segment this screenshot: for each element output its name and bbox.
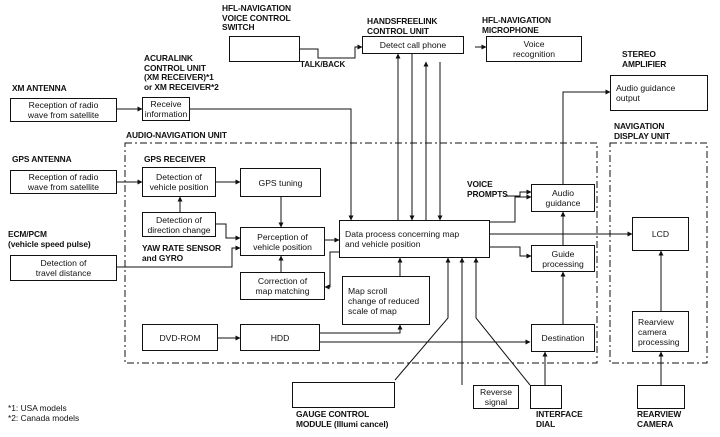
gps-reception-box: Reception of radio wave from satellite (10, 170, 117, 194)
talk-back-label: TALK/BACK (300, 60, 346, 69)
arrow-talkback (300, 44, 363, 59)
arrow-gauge-to-data (394, 257, 451, 381)
xm-reception-box: Reception of radio wave from satellite (10, 98, 117, 122)
arrow-data-to-audio (490, 194, 532, 223)
yaw-rate-sensor-label: YAW RATE SENSOR and GYRO (142, 243, 222, 263)
detection-direction-box: Detection of direction change (142, 212, 216, 237)
interface-dial-label: INTERFACE DIAL (536, 409, 583, 429)
voice-control-switch-box (229, 36, 300, 62)
arrow-receive-to-data (190, 108, 354, 221)
gauge-control-module-label: GAUGE CONTROL MODULE (Illumi cancel) (296, 409, 389, 429)
gauge-control-module-box (292, 382, 395, 408)
data-process-box: Data process concerning map and vehicle … (339, 220, 490, 258)
arrow-data-to-guide (490, 246, 532, 259)
reverse-signal-box: Reverse signal (473, 385, 519, 409)
destination-box: Destination (531, 324, 595, 352)
lcd-box: LCD (632, 217, 689, 251)
voice-prompts-label: VOICE PROMPTS (467, 179, 508, 199)
navigation-display-unit-label: NAVIGATION DISPLAY UNIT (614, 121, 671, 141)
gps-receiver-label: GPS RECEIVER (144, 154, 206, 164)
footnote-usa: *1: USA models (8, 403, 67, 413)
detect-call-phone-box: Detect call phone (362, 36, 464, 54)
arrow-direction-to-perception (216, 223, 241, 241)
gps-tuning-box: GPS tuning (240, 168, 321, 197)
arrow-data-to-correction (324, 251, 339, 290)
hfl-microphone-label: HFL-NAVIGATION MICROPHONE (482, 15, 552, 35)
audio-guidance-box: Audio guidance (531, 184, 595, 212)
arrow-hdd-to-mapscroll (320, 324, 403, 334)
detection-vehicle-position-box: Detection of vehicle position (142, 167, 216, 197)
audio-guidance-output-box: Audio guidance output (610, 75, 708, 111)
audio-navigation-unit-label: AUDIO-NAVIGATION UNIT (126, 130, 227, 140)
map-scroll-box: Map scroll change of reduced scale of ma… (342, 276, 430, 325)
receive-information-box: Receive information (142, 97, 190, 121)
guide-processing-box: Guide processing (531, 245, 595, 272)
voice-recognition-box: Voice recognition (486, 36, 582, 62)
navigation-display-unit-outline (609, 142, 708, 364)
acuralink-label: ACURALINK CONTROL UNIT (XM RECEIVER)*1 o… (144, 53, 219, 92)
arrow-prompts-to-audio (505, 189, 532, 197)
perception-box: Perception of vehicle position (240, 227, 325, 256)
footnote-canada: *2: Canada models (8, 413, 80, 423)
ecm-pcm-label: ECM/PCM (vehicle speed pulse) (8, 229, 91, 249)
interface-dial-box (530, 385, 562, 409)
handsfreelink-label: HANDSFREELINK CONTROL UNIT (367, 16, 438, 36)
hfl-voice-switch-label: HFL-NAVIGATION VOICE CONTROL SWITCH (222, 3, 292, 33)
rearview-camera-label: REARVIEW CAMERA (637, 409, 682, 429)
audio-navigation-unit-outline (124, 142, 598, 364)
hdd-box: HDD (240, 324, 320, 351)
arrow-dial-to-data (473, 257, 531, 386)
xm-antenna-label: XM ANTENNA (12, 83, 67, 93)
stereo-amplifier-label: STEREO AMPLIFIER (622, 49, 667, 69)
correction-map-matching-box: Correction of map matching (240, 272, 325, 300)
detection-travel-box: Detection of travel distance (10, 255, 117, 281)
arrow-distance-to-perception (117, 245, 241, 268)
gps-antenna-label: GPS ANTENNA (12, 154, 72, 164)
dvd-rom-box: DVD-ROM (142, 324, 218, 351)
rearview-camera-processing-box: Rearview camera processing (632, 311, 689, 352)
arrow-audio-to-output (562, 89, 611, 184)
rearview-camera-box (637, 385, 685, 409)
